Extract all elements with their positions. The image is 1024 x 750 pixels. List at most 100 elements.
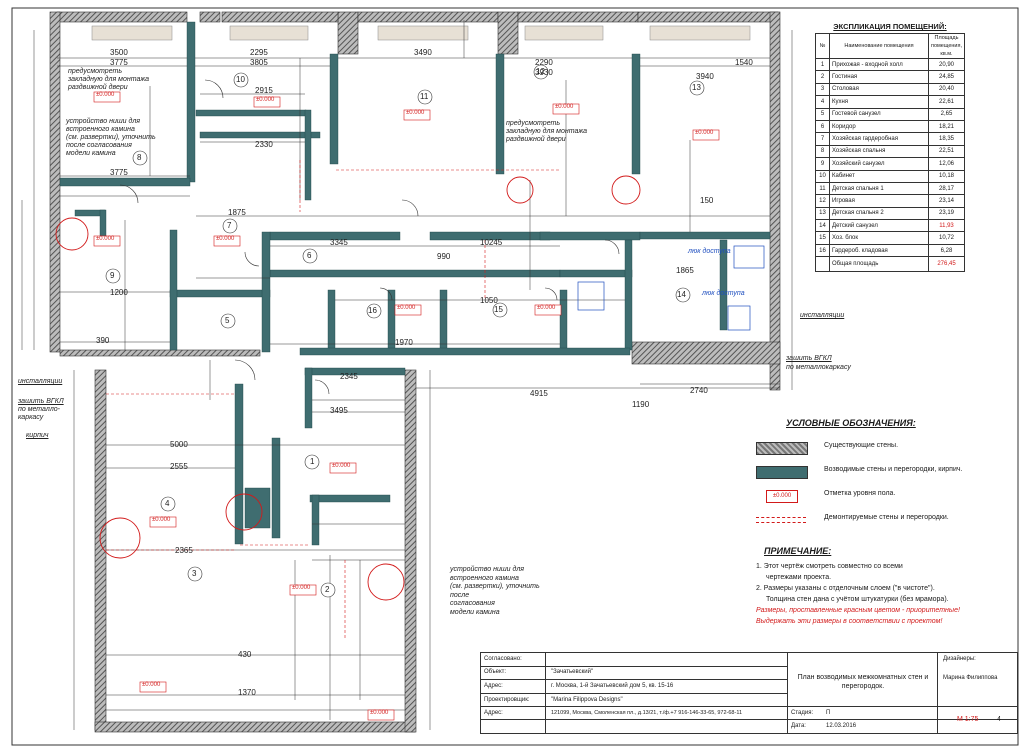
annotation-line: каркасу	[18, 414, 44, 421]
nw-30	[719, 239, 728, 331]
row-name: Хозяйская спальня	[829, 144, 929, 159]
row-number: 13	[815, 206, 830, 221]
hatch-label: люк доступа	[688, 248, 731, 255]
room-number-6: 6	[307, 251, 312, 260]
explication-title: ЭКСПЛИКАЦИЯ ПОМЕЩЕНИЙ:	[833, 22, 947, 31]
row-name: Детская спальня 2	[829, 206, 929, 221]
annotation-line: модели камина	[450, 608, 500, 616]
tb-object-label: Объект:	[484, 669, 507, 675]
annotation-line: по металлокаркасу	[786, 364, 851, 371]
row-name: Гостевой санузел	[829, 107, 929, 121]
dim-text: 5000	[170, 440, 188, 449]
row-area: 23,14	[927, 194, 966, 208]
row-number: 1	[815, 57, 830, 72]
tb-divider	[481, 706, 1017, 707]
nw-12	[269, 269, 561, 278]
annotation-line: раздвижной двери	[506, 136, 566, 143]
wall-left-top	[49, 11, 61, 353]
room-circle-3	[187, 566, 203, 582]
annotation-line: зашить ВГКЛ	[786, 355, 832, 362]
legend-label: Существующие стены.	[824, 442, 899, 449]
annotation-line: после согласования	[66, 142, 132, 149]
note-line: 1. Этот чертёж смотреть совместно со все…	[756, 563, 903, 570]
dim-text: 3930	[535, 68, 553, 77]
tb-designer-name: Марина Филиппова	[943, 675, 998, 681]
room-number-circles	[105, 64, 705, 598]
wall-top-1	[56, 11, 188, 23]
legend-label: Возводимые стены и перегородки, кирпич.	[824, 466, 963, 473]
legend-item-existing: Существующие стены.	[740, 438, 1010, 462]
room-number-3: 3	[192, 569, 197, 578]
annotation-line: закладную для монтажа	[506, 128, 588, 135]
row-name: Игровая	[829, 194, 929, 208]
room-number-7: 7	[227, 221, 232, 230]
legend-swatch-mark: ±0.000	[766, 490, 798, 503]
nw-11	[539, 231, 641, 241]
dim-text: 1200	[110, 288, 128, 297]
nw-2	[329, 53, 339, 165]
wall-bottom-right	[631, 341, 781, 365]
dim-text: 3940	[696, 72, 714, 81]
row-number: 8	[815, 144, 830, 159]
dim-text: 1875	[228, 208, 246, 217]
row-area: 20,40	[927, 82, 966, 97]
nw-1	[186, 21, 196, 183]
legend-swatch-demolition	[756, 517, 806, 523]
dim-text: 2290	[535, 58, 553, 67]
total-empty	[815, 256, 830, 273]
room-number-8: 8	[137, 153, 142, 162]
room-circle-8	[132, 150, 148, 166]
row-number: 4	[815, 95, 830, 109]
annotation-gkl-left: зашить ВГКЛ по металло- каркасу	[18, 398, 64, 422]
tb-address-label: Адрес:	[484, 683, 503, 689]
row-number: 10	[815, 169, 830, 183]
tb-stage-value: П	[826, 710, 831, 716]
nw-4	[631, 53, 641, 175]
tb-divider	[937, 653, 938, 733]
dim-text: 2740	[690, 386, 708, 395]
nw-16	[261, 231, 271, 353]
total-area: 276,45	[927, 256, 966, 273]
floor-mark: ±0.000	[332, 463, 351, 469]
tb-stage-label: Стадия:	[791, 710, 814, 716]
annotation-brick: кирпич	[26, 432, 49, 439]
room-circle-11	[417, 89, 433, 105]
room-number-15: 15	[494, 305, 503, 314]
legend: УСЛОВНЫЕ ОБОЗНАЧЕНИЯ: Существующие стены…	[740, 418, 1010, 534]
annotation-line: (см. развертки), уточнить	[66, 134, 156, 141]
annotation-installations-right: инсталляции	[800, 312, 845, 319]
nw-3	[495, 53, 505, 175]
row-name: Столовая	[829, 82, 929, 97]
floor-mark: ±0.000	[555, 104, 574, 110]
nw-18	[387, 289, 396, 351]
room-number-10: 10	[236, 75, 245, 84]
annotation-line: (см. развертки), уточнить	[450, 583, 540, 590]
wall-top-5	[357, 11, 499, 23]
window-5	[649, 25, 751, 41]
nw-27	[309, 494, 391, 503]
dim-text: 3495	[330, 406, 348, 415]
dim-text: 1865	[676, 266, 694, 275]
row-area: 28,17	[927, 181, 966, 196]
row-name: Гардероб. кладовая	[829, 243, 929, 258]
annotation-line: согласования	[450, 600, 495, 607]
row-number: 11	[815, 181, 830, 196]
annotation-line: зашить ВГКЛ	[18, 398, 64, 405]
dim-text: 990	[437, 252, 451, 261]
row-name: Детский санузел	[829, 219, 929, 233]
row-name: Кабинет	[829, 169, 929, 183]
title-block: Согласовано: Дизайнеры: Марина Филиппова…	[480, 652, 1018, 734]
row-area: 6,28	[927, 243, 966, 258]
dim-text: 2345	[340, 372, 358, 381]
wall-mid	[59, 349, 261, 357]
row-area: 10,72	[927, 231, 966, 245]
nw-25	[234, 383, 244, 545]
floor-mark: ±0.000	[406, 110, 425, 116]
annotation-fireplace-top: устройство ниши для встроенного камина (…	[66, 118, 156, 158]
nw-28	[311, 494, 320, 546]
